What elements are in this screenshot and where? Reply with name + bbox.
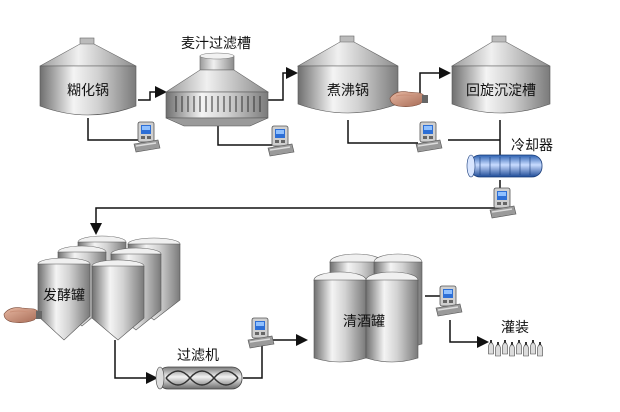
pipe-tank-to-filling bbox=[450, 320, 486, 342]
pipe-mash-to-lauter bbox=[138, 92, 164, 100]
cooler-unit: 冷却器 bbox=[467, 138, 553, 177]
filling-label: 灌装 bbox=[501, 320, 529, 336]
whirlpool-label: 回旋沉淀槽 bbox=[466, 83, 536, 99]
control-panel-icon bbox=[436, 286, 462, 316]
pipe-lauter-to-boil bbox=[268, 73, 295, 100]
pipe-fermenter-to-filter bbox=[115, 340, 155, 378]
pipe-lauter-bottom bbox=[218, 125, 272, 145]
control-panel-icon bbox=[416, 122, 442, 152]
pipe-mash-bottom bbox=[88, 118, 140, 140]
boil-kettle-vessel: 煮沸锅 bbox=[298, 36, 398, 113]
fermenter-label: 发酵罐 bbox=[43, 288, 85, 304]
control-panel-icon bbox=[268, 126, 294, 156]
filling-station: 灌装 bbox=[489, 320, 543, 356]
pipe-network bbox=[88, 73, 500, 378]
control-panel-icon bbox=[134, 122, 160, 152]
mash-tun-vessel: 糊化锅 bbox=[40, 38, 136, 115]
lauter-tun-label: 麦汁过滤槽 bbox=[181, 36, 251, 52]
cooler-label: 冷却器 bbox=[511, 138, 553, 154]
pipe-cooler-to-fermenter bbox=[96, 180, 500, 232]
pipe-boil-bottom bbox=[348, 120, 418, 143]
mash-tun-label: 糊化锅 bbox=[67, 83, 109, 99]
filter-label: 过滤机 bbox=[177, 348, 219, 364]
control-panel-icon bbox=[490, 188, 516, 218]
bright-tank-group: 清酒罐 bbox=[314, 254, 422, 362]
control-panel-icon bbox=[248, 318, 274, 348]
filter-unit: 过滤机 bbox=[156, 348, 242, 389]
bright-tank-label: 清酒罐 bbox=[343, 314, 385, 330]
lauter-tun-vessel: 麦汁过滤槽 bbox=[166, 36, 268, 126]
hand-icon bbox=[4, 308, 42, 323]
boil-kettle-label: 煮沸锅 bbox=[327, 83, 369, 99]
hand-icon bbox=[390, 92, 428, 107]
fermenter-group: 发酵罐 bbox=[38, 236, 180, 340]
whirlpool-vessel: 回旋沉淀槽 bbox=[452, 36, 550, 113]
bottle-icon bbox=[489, 340, 543, 356]
